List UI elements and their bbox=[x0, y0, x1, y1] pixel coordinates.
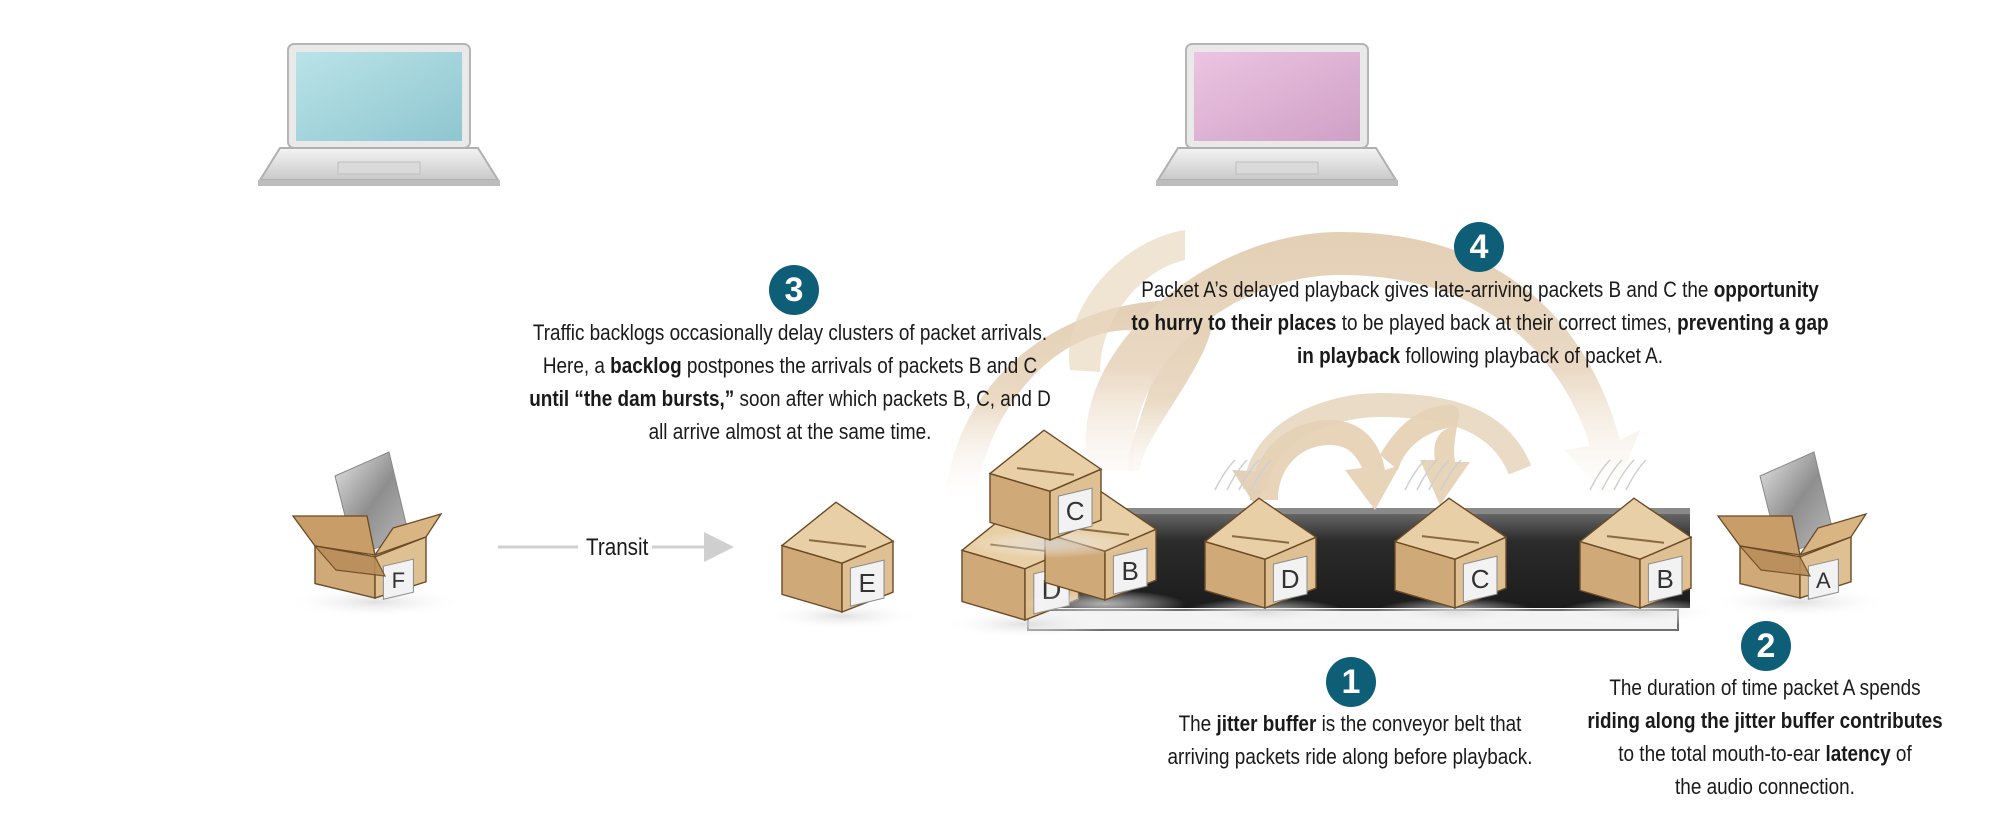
packet-letter: F bbox=[392, 568, 405, 593]
callout-line: to hurry to their places to be played ba… bbox=[1131, 310, 1829, 335]
motion-line bbox=[1214, 459, 1236, 491]
callout-line: all arrive almost at the same time. bbox=[648, 419, 932, 444]
packet-letter: C bbox=[1471, 564, 1490, 594]
transit-label: Transit bbox=[586, 534, 649, 561]
callout-line: Here, a backlog postpones the arrivals o… bbox=[542, 353, 1038, 378]
callout-badge-1: 1 bbox=[1326, 657, 1376, 707]
callout-line: The duration of time packet A spends bbox=[1609, 675, 1921, 700]
callout-badge-3: 3 bbox=[769, 265, 819, 315]
laptop-icon-receiver bbox=[1156, 43, 1398, 186]
laptop-screen bbox=[1194, 52, 1360, 141]
motion-line bbox=[1416, 459, 1438, 491]
callout-text-3: Traffic backlogs occasionally delay clus… bbox=[515, 316, 1065, 448]
callout-line: to the total mouth-to-ear latency of bbox=[1618, 741, 1912, 766]
packet-letter: E bbox=[859, 568, 876, 598]
laptop-screen bbox=[296, 52, 462, 141]
callout-line: arriving packets ride along before playb… bbox=[1167, 744, 1533, 769]
motion-line bbox=[1428, 459, 1450, 491]
callout-line: Traffic backlogs occasionally delay clus… bbox=[532, 320, 1048, 345]
motion-line bbox=[1625, 459, 1647, 491]
packet-letter: B bbox=[1122, 556, 1139, 586]
motion-line bbox=[1226, 459, 1248, 491]
callout-line: riding along the jitter buffer contribut… bbox=[1587, 708, 1943, 733]
callout-badge-4: 4 bbox=[1454, 222, 1504, 272]
packet-box-icon-queued: E bbox=[762, 501, 922, 630]
callout-line: The jitter buffer is the conveyor belt t… bbox=[1178, 711, 1522, 736]
callout-line: in playback following playback of packet… bbox=[1296, 343, 1663, 368]
callout-line: until “the dam bursts,” soon after which… bbox=[529, 386, 1051, 411]
motion-line bbox=[1404, 459, 1426, 491]
callout-line: Packet A’s delayed playback gives late-a… bbox=[1141, 277, 1819, 302]
callout-text-2: The duration of time packet A spends ridi… bbox=[1572, 671, 1959, 803]
packet-box-icon-belt: D bbox=[1185, 497, 1345, 626]
packet-letter: D bbox=[1281, 564, 1300, 594]
packet-box-icon-source: F bbox=[285, 451, 465, 618]
callout-line: the audio connection. bbox=[1675, 774, 1855, 799]
packet-box-icon-belt: B bbox=[1560, 497, 1720, 626]
packet-letter: B bbox=[1657, 564, 1674, 594]
packet-letter: A bbox=[1816, 568, 1831, 593]
callout-text-4: Packet A’s delayed playback gives late-a… bbox=[1127, 273, 1832, 372]
motion-line bbox=[1589, 459, 1611, 491]
motion-line bbox=[1601, 459, 1623, 491]
packet-box-icon-belt: C bbox=[1375, 497, 1535, 626]
callout-text-1: The jitter buffer is the conveyor belt t… bbox=[1144, 707, 1557, 773]
callout-badge-2: 2 bbox=[1741, 621, 1791, 671]
packet-box-icon-stack: C bbox=[970, 429, 1130, 558]
motion-line bbox=[1613, 459, 1635, 491]
laptop-icon-sender bbox=[258, 43, 500, 186]
hurry-arrows bbox=[945, 230, 1640, 510]
packet-box-icon-playback: A bbox=[1710, 451, 1890, 618]
packet-letter: C bbox=[1066, 496, 1085, 526]
motion-line bbox=[1440, 459, 1462, 491]
motion-line bbox=[1250, 459, 1272, 491]
motion-line bbox=[1238, 459, 1260, 491]
